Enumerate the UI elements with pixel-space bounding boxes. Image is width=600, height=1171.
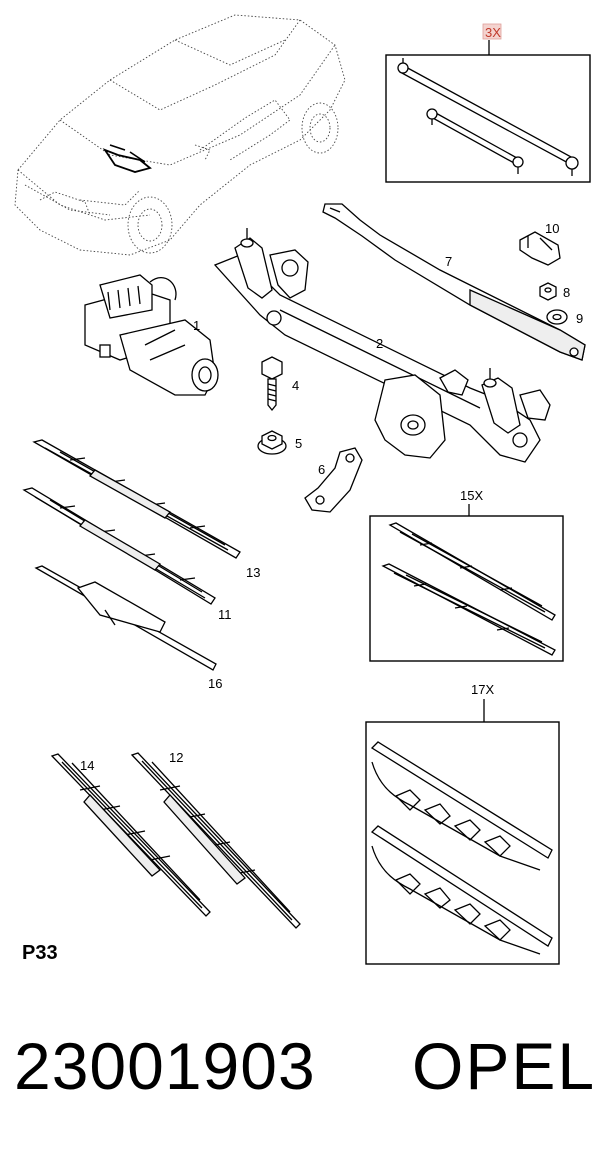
wiper-arm (322, 203, 586, 361)
label-item-11: 11 (218, 607, 232, 622)
wiper-blade-13 (32, 439, 241, 559)
brand-name: OPEL (412, 1029, 597, 1103)
wiper-blade-14 (50, 753, 211, 917)
car-illustration (14, 14, 346, 256)
nut-cap (519, 231, 561, 266)
blade-set-box-15x: 15X (369, 488, 564, 662)
label-item-4: 4 (292, 378, 299, 393)
diagram-code: P33 (22, 942, 58, 964)
wiper-blade-12 (130, 752, 301, 929)
wiper-linkage-frame (213, 228, 551, 463)
label-item-7: 7 (445, 254, 452, 269)
label-item-6: 6 (318, 462, 325, 477)
mounting-bracket (304, 447, 363, 513)
rod-set-quantity: 3X (485, 25, 501, 40)
blade-set-box-17x: 17X (365, 682, 560, 965)
label-item-10: 10 (545, 221, 559, 236)
label-item-9: 9 (576, 311, 583, 326)
label-item-13: 13 (246, 565, 260, 580)
label-item-1: 1 (193, 318, 200, 333)
hex-nut (539, 282, 557, 301)
part-number: 23001903 (14, 1029, 316, 1103)
washer (546, 309, 568, 325)
blade-set-quantity-15x: 15X (460, 488, 483, 503)
wiper-blade-16 (34, 565, 217, 671)
label-item-5: 5 (295, 436, 302, 451)
mounting-bolt (261, 356, 283, 412)
label-item-14: 14 (80, 758, 94, 773)
wiper-parts-diagram: 3X 7 10 8 9 (14, 14, 591, 965)
label-item-8: 8 (563, 285, 570, 300)
wiper-motor (84, 274, 219, 396)
rod-set-box: 3X (385, 23, 591, 183)
label-item-2: 2 (376, 336, 383, 351)
wiper-blade-11 (22, 487, 216, 605)
blade-set-quantity-17x: 17X (471, 682, 494, 697)
flange-nut (257, 430, 287, 455)
label-item-12: 12 (169, 750, 183, 765)
label-item-16: 16 (208, 676, 222, 691)
